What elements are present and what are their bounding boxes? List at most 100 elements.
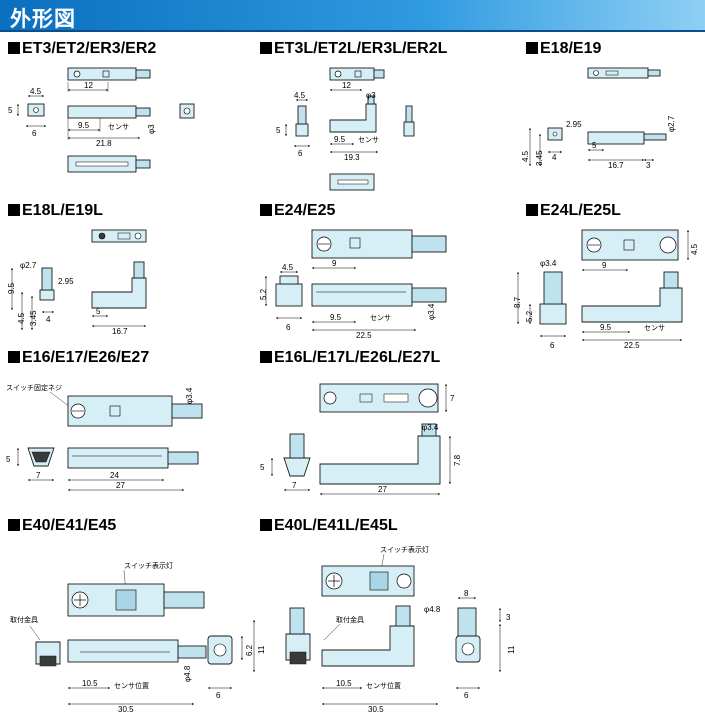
svg-text:3: 3	[646, 161, 651, 170]
svg-text:センサ: センサ	[358, 136, 379, 144]
svg-text:取付金具: 取付金具	[336, 615, 364, 624]
svg-text:6: 6	[32, 129, 37, 138]
svg-text:5: 5	[6, 455, 11, 464]
svg-text:24: 24	[110, 471, 119, 480]
svg-text:スイッチ表示灯: スイッチ表示灯	[124, 561, 173, 570]
svg-text:2.95: 2.95	[566, 120, 582, 129]
svg-text:センサ位置: センサ位置	[366, 681, 401, 690]
drawing-et3l: 12 φ3 9.5 センサ 19.3 4.5 5 6	[276, 67, 415, 191]
svg-text:9: 9	[332, 259, 337, 268]
svg-text:スイッチ表示灯: スイッチ表示灯	[380, 545, 429, 554]
svg-text:φ2.7: φ2.7	[667, 115, 676, 132]
svg-text:4: 4	[552, 153, 557, 162]
section-title-e18l: E18L/E19L	[8, 202, 103, 220]
svg-text:4: 4	[46, 315, 51, 324]
svg-text:22.5: 22.5	[356, 331, 372, 340]
svg-text:7: 7	[292, 481, 297, 490]
svg-text:2.95: 2.95	[58, 277, 74, 286]
svg-text:センサ: センサ	[108, 123, 129, 131]
drawing-e16: スイッチ固定ネジ φ3.4 24 27 5 7	[6, 383, 203, 491]
svg-text:センサ: センサ	[370, 314, 391, 322]
drawing-e18: 2.95 4.5 3.45 4 φ2.7 5 16.7 3	[521, 67, 676, 170]
svg-text:5: 5	[8, 106, 13, 115]
svg-text:7: 7	[36, 471, 41, 480]
svg-text:4.5: 4.5	[282, 263, 294, 272]
svg-text:11: 11	[257, 645, 266, 654]
page-title: 外形図	[10, 7, 76, 31]
svg-text:取付金具: 取付金具	[10, 615, 38, 624]
svg-text:3.45: 3.45	[535, 150, 544, 166]
drawing-et3: 12 9.5 センサ 21.8 φ3 4.5 5 6	[8, 67, 195, 173]
svg-text:φ2.7: φ2.7	[20, 261, 37, 270]
svg-text:センサ: センサ	[644, 324, 665, 332]
svg-text:φ3.4: φ3.4	[422, 423, 439, 432]
section-title-et3: ET3/ET2/ER3/ER2	[8, 40, 156, 58]
svg-text:4.5: 4.5	[30, 87, 42, 96]
svg-text:3.45: 3.45	[29, 310, 38, 326]
svg-text:スイッチ固定ネジ: スイッチ固定ネジ	[6, 383, 62, 392]
svg-text:4.5: 4.5	[690, 243, 699, 255]
section-title-e40: E40/E41/E45	[8, 517, 116, 535]
svg-text:9.5: 9.5	[600, 323, 612, 332]
header-banner: 外形図	[0, 0, 705, 32]
section-title-et3l: ET3L/ET2L/ER3L/ER2L	[260, 40, 447, 58]
section-title-e24l: E24L/E25L	[526, 202, 621, 220]
svg-text:5: 5	[96, 307, 101, 316]
svg-text:27: 27	[378, 485, 387, 494]
svg-text:φ4.8: φ4.8	[183, 665, 192, 682]
svg-text:5: 5	[260, 463, 265, 472]
svg-text:22.5: 22.5	[624, 341, 640, 350]
svg-text:6.2: 6.2	[245, 644, 254, 656]
svg-text:6: 6	[298, 149, 303, 158]
svg-text:φ3.4: φ3.4	[427, 303, 436, 320]
svg-text:7.8: 7.8	[453, 454, 462, 466]
svg-text:5: 5	[592, 141, 597, 150]
drawing-e24l: 9 4.5 9.5 センサ 22.5 φ3.4 8.7 5.2 6	[513, 229, 699, 350]
drawing-e16l: 7 φ3.4 7.8 27 5 7	[260, 383, 462, 495]
svg-text:3: 3	[506, 613, 511, 622]
svg-text:9: 9	[602, 261, 607, 270]
drawing-e40: スイッチ表示灯 φ4.8 10.5 センサ位置 30.5 取付金具 6.2 11…	[10, 561, 266, 714]
svg-text:8: 8	[464, 589, 469, 598]
svg-text:φ3: φ3	[366, 91, 376, 100]
svg-text:φ3.4: φ3.4	[540, 259, 557, 268]
et3-dim-12: 12	[84, 81, 93, 90]
svg-text:10.5: 10.5	[82, 679, 98, 688]
section-title-e16l: E16L/E17L/E26L/E27L	[260, 349, 440, 367]
svg-text:9.5: 9.5	[7, 282, 16, 294]
svg-text:6: 6	[286, 323, 291, 332]
svg-text:4.5: 4.5	[17, 312, 26, 324]
svg-text:9.5: 9.5	[78, 121, 90, 130]
svg-text:9.5: 9.5	[330, 313, 342, 322]
section-title-e16: E16/E17/E26/E27	[8, 349, 149, 367]
svg-text:7: 7	[450, 394, 455, 403]
svg-text:6: 6	[464, 691, 469, 700]
svg-text:16.7: 16.7	[112, 327, 128, 336]
svg-text:5: 5	[276, 126, 281, 135]
svg-text:19.3: 19.3	[344, 153, 360, 162]
svg-text:4.5: 4.5	[521, 150, 530, 162]
svg-text:10.5: 10.5	[336, 679, 352, 688]
svg-text:5.2: 5.2	[525, 310, 534, 322]
svg-text:φ3.4: φ3.4	[185, 387, 194, 404]
svg-text:30.5: 30.5	[118, 705, 134, 714]
drawing-e24: 9 9.5 センサ 22.5 φ3.4 4.5 5.2 6	[259, 229, 447, 340]
svg-text:4.5: 4.5	[294, 91, 306, 100]
drawing-e18l: 5 16.7 φ2.7 2.95 9.5 4.5 3.45 4	[7, 229, 147, 336]
svg-text:11: 11	[507, 645, 516, 654]
svg-text:6: 6	[550, 341, 555, 350]
svg-text:16.7: 16.7	[608, 161, 624, 170]
svg-text:φ4.8: φ4.8	[424, 605, 441, 614]
svg-text:φ3: φ3	[147, 124, 156, 134]
svg-text:8.7: 8.7	[513, 296, 522, 308]
svg-text:21.8: 21.8	[96, 139, 112, 148]
svg-text:センサ位置: センサ位置	[114, 681, 149, 690]
svg-text:27: 27	[116, 481, 125, 490]
section-title-e24: E24/E25	[260, 202, 335, 220]
svg-text:5.2: 5.2	[259, 288, 268, 300]
svg-text:9.5: 9.5	[334, 135, 346, 144]
svg-text:6: 6	[216, 691, 221, 700]
svg-text:12: 12	[342, 81, 351, 90]
svg-text:30.5: 30.5	[368, 705, 384, 714]
